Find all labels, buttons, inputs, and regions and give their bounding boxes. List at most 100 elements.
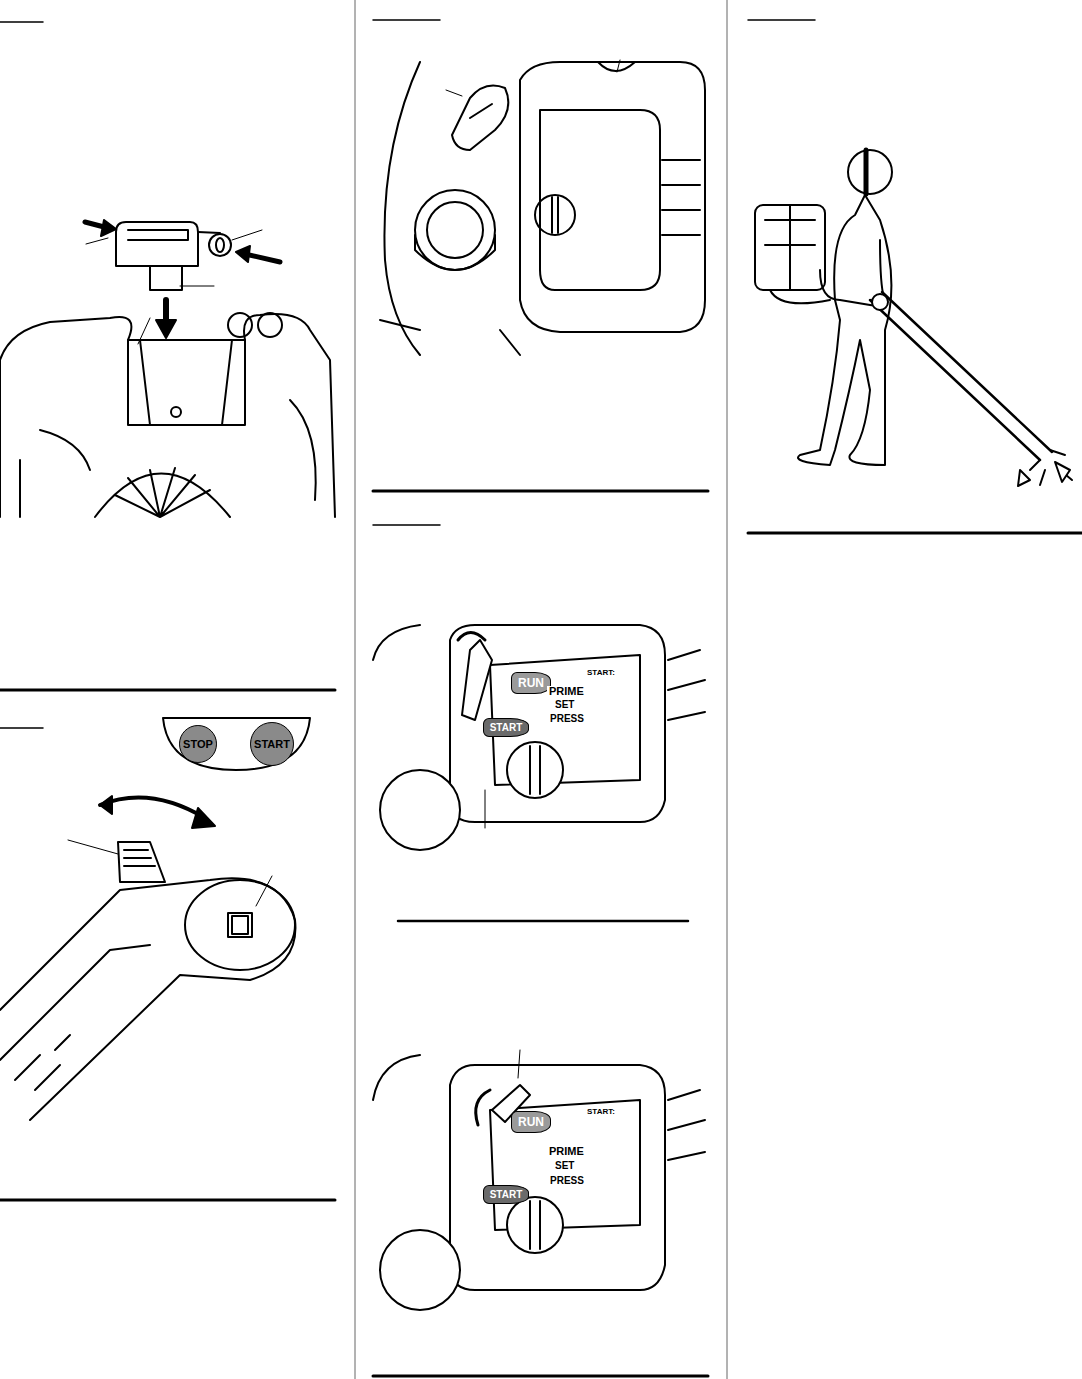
drawing-stroke bbox=[0, 878, 295, 1120]
button-text: RUN bbox=[518, 676, 544, 690]
drawing-stroke bbox=[100, 796, 112, 814]
drawing-stroke bbox=[530, 1201, 540, 1249]
drawing-stroke bbox=[0, 727, 43, 729]
drawing-stroke bbox=[0, 689, 335, 692]
drawing-stroke bbox=[662, 160, 700, 235]
drawing-stroke bbox=[180, 286, 214, 287]
drawing-stroke bbox=[668, 650, 705, 720]
drawing-stroke bbox=[373, 490, 708, 493]
engine-cover-figure bbox=[380, 60, 705, 355]
drawing-stroke bbox=[171, 407, 181, 417]
handle-switch-figure bbox=[0, 718, 310, 1120]
drawing-stroke bbox=[880, 240, 885, 300]
drawing-stroke bbox=[415, 190, 495, 270]
drawing-stroke bbox=[256, 876, 272, 906]
drawing-stroke bbox=[128, 340, 245, 425]
drawing-stroke bbox=[232, 916, 248, 934]
drawing-stroke bbox=[216, 238, 224, 252]
drawing-stroke bbox=[1018, 470, 1030, 486]
drawing-stroke bbox=[380, 1230, 460, 1310]
drawing-stroke bbox=[124, 850, 155, 866]
drawing-stroke bbox=[228, 313, 252, 337]
drawing-stroke bbox=[86, 238, 108, 244]
drawing-stroke bbox=[0, 21, 43, 23]
drawing-stroke bbox=[470, 104, 492, 118]
drawing-stroke bbox=[748, 532, 1082, 535]
panel-label: PRESS bbox=[548, 1176, 586, 1186]
drawing-stroke bbox=[100, 797, 205, 818]
drawing-stroke bbox=[507, 742, 563, 798]
drawing-stroke bbox=[228, 913, 252, 937]
drawing-stroke bbox=[192, 808, 215, 828]
drawing-stroke bbox=[185, 880, 295, 970]
start-button: START bbox=[250, 722, 294, 766]
drawing-stroke bbox=[118, 842, 165, 882]
button-text: RUN bbox=[518, 1115, 544, 1129]
drawing-stroke bbox=[290, 400, 316, 500]
start-tag: START bbox=[483, 1185, 530, 1204]
drawing-stroke bbox=[380, 320, 520, 355]
drawing-stroke bbox=[245, 254, 280, 262]
run-tag: RUN bbox=[511, 672, 551, 694]
drawing-stroke bbox=[462, 640, 492, 720]
drawing-stroke bbox=[520, 62, 705, 332]
drawing-stroke bbox=[485, 790, 486, 828]
drawing-stroke bbox=[380, 770, 460, 850]
drawing-stroke bbox=[1055, 462, 1070, 482]
choke-panel-start bbox=[373, 625, 705, 850]
drawing-stroke bbox=[507, 1197, 563, 1253]
operator-figure bbox=[755, 150, 1072, 486]
start-tag: START bbox=[483, 718, 530, 737]
panel-label: START: bbox=[585, 1108, 617, 1116]
choke-panel-run bbox=[373, 1050, 705, 1310]
drawing-stroke bbox=[0, 314, 335, 517]
drawing-stroke bbox=[765, 205, 815, 290]
drawing-stroke bbox=[116, 222, 198, 266]
panel-label: PRIME bbox=[547, 1146, 586, 1157]
drawing-stroke bbox=[748, 19, 815, 21]
drawing-stroke bbox=[115, 468, 210, 517]
air-filter-figure bbox=[0, 220, 335, 517]
drawing-stroke bbox=[198, 232, 220, 233]
drawing-stroke bbox=[373, 625, 420, 660]
drawing-stroke bbox=[150, 266, 182, 290]
drawing-stroke bbox=[236, 246, 250, 262]
button-text: START bbox=[490, 1189, 523, 1200]
drawing-stroke bbox=[15, 1035, 70, 1090]
drawing-stroke bbox=[128, 230, 188, 240]
drawing-stroke bbox=[864, 150, 869, 194]
button-text: START bbox=[490, 722, 523, 733]
panel-label: START: bbox=[585, 669, 617, 677]
drawing-stroke bbox=[156, 320, 176, 338]
drawing-stroke bbox=[540, 110, 660, 290]
drawing-stroke bbox=[373, 19, 440, 21]
drawing-stroke bbox=[458, 633, 485, 641]
button-text: START bbox=[254, 738, 290, 750]
drawing-stroke bbox=[770, 290, 830, 303]
stop-button: STOP bbox=[179, 725, 217, 763]
button-text: STOP bbox=[183, 738, 213, 750]
panel-label: SET bbox=[553, 1161, 576, 1171]
drawing-stroke bbox=[848, 150, 892, 194]
drawing-stroke bbox=[755, 205, 825, 290]
drawing-stroke bbox=[101, 220, 116, 236]
drawing-stroke bbox=[668, 1090, 705, 1160]
drawing-stroke bbox=[258, 313, 282, 337]
drawing-stroke bbox=[232, 230, 262, 240]
panel-label: SET bbox=[553, 700, 576, 710]
drawing-stroke bbox=[870, 292, 1052, 460]
drawing-stroke bbox=[450, 625, 665, 822]
drawing-stroke bbox=[476, 1090, 490, 1125]
panel-label: PRESS bbox=[548, 714, 586, 724]
drawing-stroke bbox=[373, 1055, 420, 1100]
drawing-stroke bbox=[598, 62, 635, 71]
drawing-stroke bbox=[373, 1375, 708, 1378]
drawing-stroke bbox=[1030, 450, 1072, 485]
drawing-stroke bbox=[450, 1065, 665, 1290]
drawing-stroke bbox=[163, 718, 310, 770]
drawing-stroke bbox=[446, 90, 462, 96]
drawing-stroke bbox=[0, 945, 150, 1060]
drawing-stroke bbox=[530, 746, 540, 794]
drawing-stroke bbox=[68, 840, 118, 854]
